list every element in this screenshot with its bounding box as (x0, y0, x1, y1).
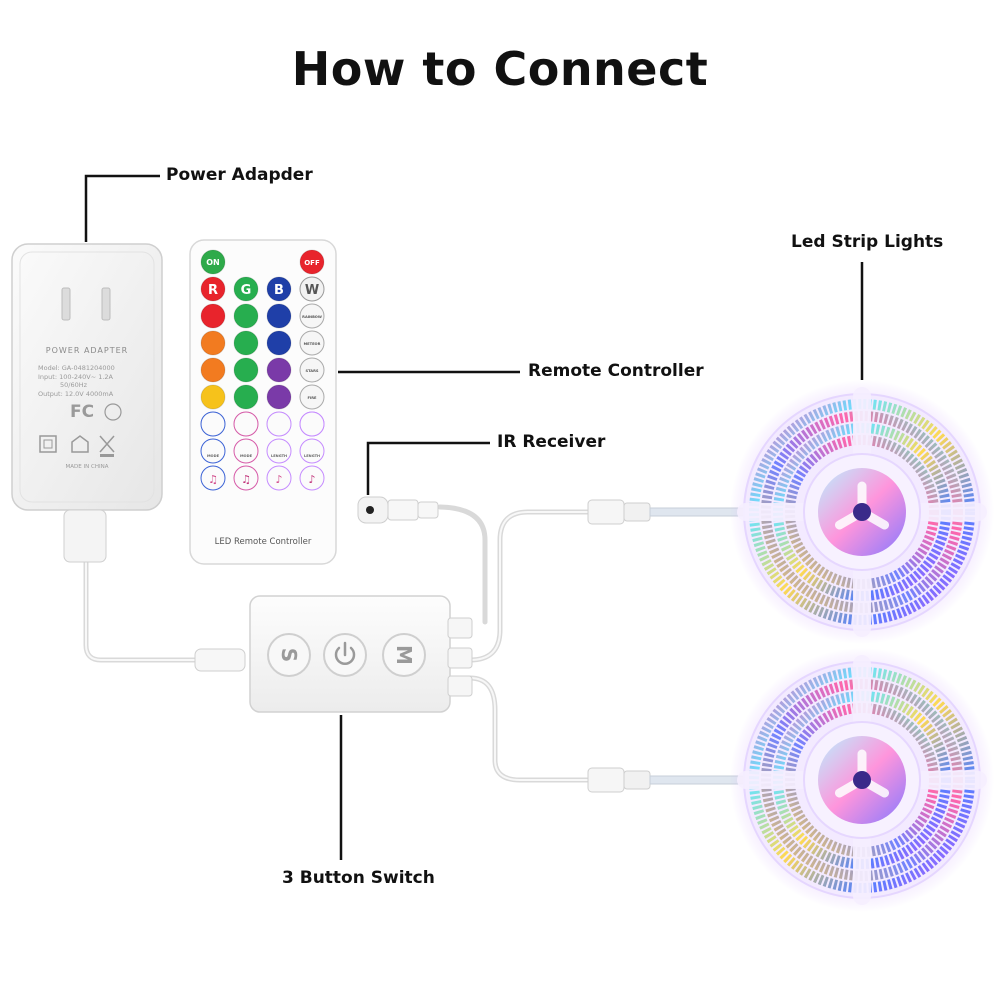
music-note-icon: ♪ (275, 473, 282, 486)
remote-w-button[interactable] (299, 276, 325, 302)
remote-function-button[interactable] (266, 438, 292, 464)
three-button-switch-box: S M (194, 595, 473, 713)
s-button[interactable] (267, 633, 311, 677)
remote-small-label: MODE (207, 454, 220, 458)
remote-r-label: R (208, 283, 218, 298)
remote-mode-button[interactable] (299, 303, 325, 329)
remote-function-button[interactable] (299, 411, 325, 437)
adapter-spec-line: Model: GA-0481204000 (38, 364, 115, 372)
strip-connectors (587, 499, 746, 793)
led-strip-reel-top (730, 380, 994, 644)
remote-color-button[interactable] (200, 303, 226, 329)
ir-receiver-cable (437, 504, 488, 625)
led-strip-reel-bottom (730, 648, 994, 912)
music-note-icon: ♫ (208, 473, 218, 486)
remote-button-grid: ON OFF R G B W RAINBOW METEOR STARS FIRE MODE MODE L… (200, 249, 325, 491)
remote-mode-button[interactable] (299, 357, 325, 383)
remote-color-button[interactable] (233, 330, 259, 356)
on-button[interactable] (200, 249, 226, 275)
house-icon (71, 435, 89, 453)
page-title: How to Connect (291, 42, 709, 96)
remote-color-button[interactable] (200, 330, 226, 356)
remote-function-button[interactable] (233, 465, 259, 491)
remote-small-label: LENGTH (304, 454, 320, 458)
remote-function-button[interactable] (200, 411, 226, 437)
ir-receiver-leader (366, 441, 490, 495)
m-button-label: M (392, 645, 416, 665)
adapter-spec-line: Input: 100-240V~ 1.2A (38, 372, 113, 381)
remote-g-button[interactable] (233, 276, 259, 302)
remote-mode-button[interactable] (299, 330, 325, 356)
vi-mark-icon (104, 403, 122, 421)
adapter-cable (83, 557, 198, 663)
remote-mode-label: METEOR (304, 342, 321, 346)
s-button-label: S (277, 648, 301, 662)
adapter-heading: POWER ADAPTER (45, 346, 129, 355)
bin-crossed-icon (99, 435, 115, 453)
adapter-specs: Model: GA-0481204000 Input: 100-240V~ 1.… (38, 364, 148, 398)
remote-function-button[interactable] (299, 465, 325, 491)
remote-color-button[interactable] (266, 303, 292, 329)
remote-color-button[interactable] (233, 303, 259, 329)
remote-function-button[interactable] (266, 411, 292, 437)
remote-color-button[interactable] (266, 357, 292, 383)
music-note-icon: ♫ (241, 473, 251, 486)
remote-b-button[interactable] (266, 276, 292, 302)
leader-lines (84, 174, 864, 860)
remote-color-button[interactable] (266, 384, 292, 410)
remote-color-button[interactable] (266, 330, 292, 356)
remote-small-label: MODE (240, 454, 253, 458)
remote-caption: LED Remote Controller (214, 537, 312, 547)
fc-mark: FC (70, 402, 95, 422)
remote-r-button[interactable] (200, 276, 226, 302)
button-switch-label: 3 Button Switch (282, 868, 435, 888)
remote-function-button[interactable] (200, 438, 226, 464)
remote-color-button[interactable] (233, 384, 259, 410)
power-adapter (11, 243, 163, 563)
remote-mode-button[interactable] (299, 384, 325, 410)
remote-controller: ON OFF R G B W RAINBOW METEOR STARS FIRE MODE MODE L… (189, 239, 337, 565)
remote-mode-label: STARS (306, 369, 319, 373)
remote-w-label: W (305, 283, 319, 298)
music-note-icon: ♪ (308, 473, 315, 486)
remote-g-label: G (241, 283, 252, 298)
off-button-label: OFF (304, 259, 320, 267)
upper-strip-cable (467, 509, 593, 663)
on-button-label: ON (206, 258, 220, 267)
reel-center (853, 771, 871, 789)
remote-function-button[interactable] (233, 411, 259, 437)
remote-color-button[interactable] (200, 357, 226, 383)
power-adapter-leader (84, 174, 160, 242)
remote-color-button[interactable] (233, 357, 259, 383)
adapter-made-in: MADE IN CHINA (65, 464, 109, 470)
reel-center (853, 503, 871, 521)
power-adapter-label: Power Adapder (166, 165, 313, 185)
remote-color-button[interactable] (200, 384, 226, 410)
remote-function-button[interactable] (200, 465, 226, 491)
remote-controller-label: Remote Controller (528, 361, 704, 381)
lower-strip-cable (467, 675, 593, 783)
remote-function-button[interactable] (299, 438, 325, 464)
off-button[interactable] (299, 249, 325, 275)
ir-receiver (357, 496, 439, 524)
adapter-spec-line: 50/60Hz (60, 381, 88, 389)
remote-mode-label: FIRE (307, 396, 317, 400)
ir-receiver-label: IR Receiver (497, 432, 606, 452)
m-button[interactable] (382, 633, 426, 677)
remote-function-button[interactable] (233, 438, 259, 464)
remote-b-label: B (274, 283, 284, 298)
remote-small-label: LENGTH (271, 454, 287, 458)
adapter-spec-line: Output: 12.0V 4000mA (38, 389, 114, 398)
remote-mode-label: RAINBOW (302, 315, 322, 319)
remote-function-button[interactable] (266, 465, 292, 491)
led-strip-lights-label: Led Strip Lights (791, 232, 944, 252)
power-icon (334, 641, 356, 665)
